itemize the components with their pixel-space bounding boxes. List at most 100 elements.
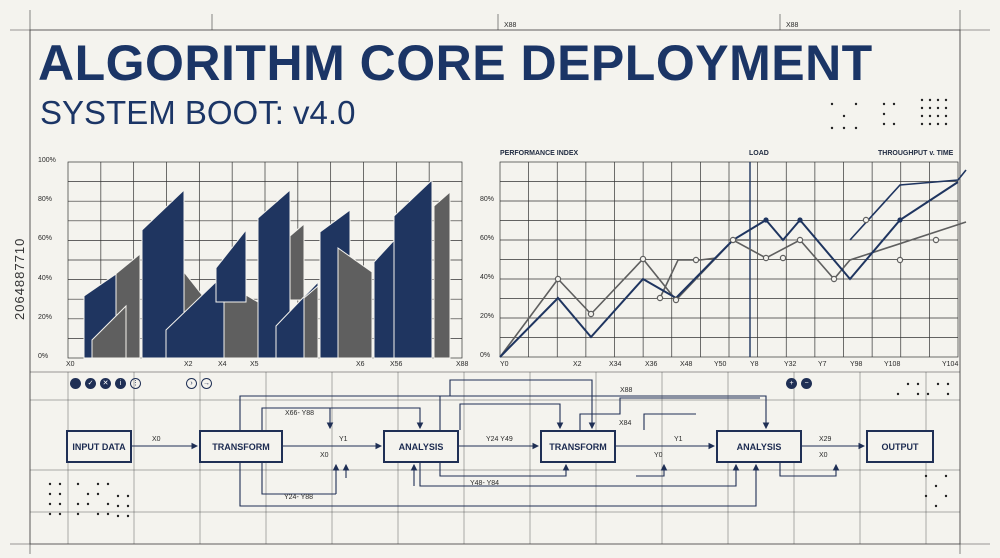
connector-arrow xyxy=(239,463,760,507)
data-point xyxy=(729,236,737,244)
bar-x-tick-label: X0 xyxy=(66,361,75,368)
bar-y-tick-label: 80% xyxy=(38,196,53,204)
bar-y-tick-label: 0% xyxy=(38,353,49,360)
data-point xyxy=(656,294,664,302)
info-icon[interactable]: i xyxy=(115,378,126,389)
minus-icon[interactable]: − xyxy=(801,378,812,389)
more-icon[interactable]: ⋮ xyxy=(130,378,141,389)
connector-arrow xyxy=(261,407,424,430)
line-y-tick-label: 40% xyxy=(480,274,495,281)
flow-label: X88 xyxy=(620,387,633,394)
line-x-tick-label: X36 xyxy=(645,361,658,368)
data-point xyxy=(554,275,562,283)
flow-label: Y1 xyxy=(339,436,348,443)
data-point xyxy=(692,256,700,264)
bar-y-tick-label: 20% xyxy=(38,313,53,321)
line-chart-header-mid: LOAD xyxy=(749,150,769,157)
data-point xyxy=(672,296,680,304)
line-y-tick-label: 80% xyxy=(480,196,495,203)
line-y-tick-label: 20% xyxy=(480,313,495,320)
top-marker-label: X88 xyxy=(786,22,799,29)
circle-filled-icon[interactable] xyxy=(70,378,81,389)
connector-arrow xyxy=(439,463,570,477)
page-subtitle: SYSTEM BOOT: v4.0 xyxy=(40,94,356,131)
flow-label: Y0 xyxy=(654,452,663,459)
data-point xyxy=(932,236,940,244)
bar-y-tick-label: 60% xyxy=(38,235,53,243)
bar-x-tick-label: X4 xyxy=(218,361,227,368)
line-x-tick-label: Y0 xyxy=(500,361,509,368)
line-x-tick-label: Y104 xyxy=(942,361,959,368)
data-point xyxy=(862,216,870,224)
connector-line xyxy=(579,397,760,430)
line-x-tick-label: Y50 xyxy=(714,361,727,368)
data-point xyxy=(762,254,770,262)
bar-y-tick-label: 40% xyxy=(38,274,53,282)
bar-shape xyxy=(337,247,373,359)
connector-arrow xyxy=(239,379,596,430)
bar-x-tick-label: X56 xyxy=(390,361,403,368)
connector-line xyxy=(261,463,336,495)
bar-x-tick-label: X2 xyxy=(184,361,193,368)
chevron-right-icon[interactable]: › xyxy=(186,378,197,389)
line-x-tick-label: Y98 xyxy=(850,361,863,368)
check-icon[interactable]: ✓ xyxy=(85,378,96,389)
stock-id-watermark: 2064887710 xyxy=(12,237,27,320)
flow-box-output[interactable]: OUTPUT xyxy=(866,430,934,463)
flow-label: X84 xyxy=(619,420,632,427)
connector-arrow xyxy=(779,463,840,477)
bar-shape xyxy=(91,304,127,359)
connector-arrow xyxy=(439,395,770,430)
page-title: ALGORITHM CORE DEPLOYMENT xyxy=(38,35,873,91)
connector-line xyxy=(643,413,696,430)
line-x-tick-label: X48 xyxy=(680,361,693,368)
line-x-tick-label: X2 xyxy=(573,361,582,368)
flow-label: Y24- Y88 xyxy=(284,494,314,501)
connector-arrow xyxy=(636,463,668,477)
flow-label: X29 xyxy=(819,436,832,443)
top-marker-label: X88 xyxy=(504,22,517,29)
line-x-tick-label: Y108 xyxy=(884,361,901,368)
flow-box-analysis[interactable]: ANALYSIS xyxy=(716,430,802,463)
bar-shape xyxy=(215,228,247,303)
flow-label: X0 xyxy=(819,452,828,459)
connector-arrow xyxy=(459,403,564,430)
line-y-tick-label: 0% xyxy=(480,352,491,359)
flow-box-transform[interactable]: TRANSFORM xyxy=(540,430,616,463)
data-point xyxy=(797,217,803,223)
data-point xyxy=(830,275,838,283)
data-point xyxy=(896,256,904,264)
line-x-tick-label: X34 xyxy=(609,361,622,368)
data-point xyxy=(639,255,647,263)
flow-box-transform[interactable]: TRANSFORM xyxy=(199,430,283,463)
bar-shape xyxy=(303,284,319,359)
flow-label: X66- Y88 xyxy=(285,410,315,417)
flow-label: X0 xyxy=(152,436,161,443)
series-line-navy xyxy=(499,181,959,358)
flow-box-analysis[interactable]: ANALYSIS xyxy=(383,430,459,463)
series-line-navy xyxy=(849,169,967,241)
bar-shape xyxy=(393,178,433,359)
flow-box-input-data[interactable]: INPUT DATA xyxy=(66,430,132,463)
line-y-tick-label: 60% xyxy=(480,235,495,242)
flow-label: Y1 xyxy=(674,436,683,443)
data-point xyxy=(763,217,769,223)
arrow-right-icon[interactable]: → xyxy=(201,378,212,389)
line-chart-header-right: THROUGHPUT v. TIME xyxy=(878,150,954,157)
line-chart-header-left: PERFORMANCE INDEX xyxy=(500,150,579,157)
bar-x-tick-label: X5 xyxy=(250,361,259,368)
bar-x-tick-label: X88 xyxy=(456,361,469,368)
bar-x-tick-label: X6 xyxy=(356,361,365,368)
flow-label: Y48- Y84 xyxy=(470,480,500,487)
data-point xyxy=(796,236,804,244)
connector-arrow xyxy=(419,463,740,487)
close-icon[interactable]: ✕ xyxy=(100,378,111,389)
line-x-tick-label: Y8 xyxy=(750,361,759,368)
line-x-tick-label: Y32 xyxy=(784,361,797,368)
plus-icon[interactable]: + xyxy=(786,378,797,389)
bar-shape xyxy=(433,190,451,359)
flow-label: X0 xyxy=(320,452,329,459)
